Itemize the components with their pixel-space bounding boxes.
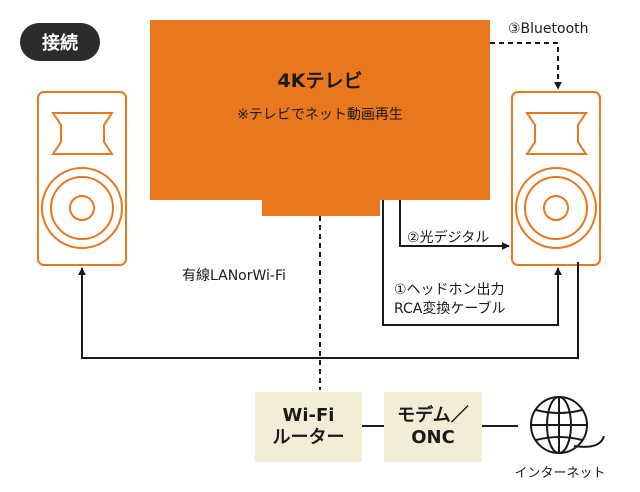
lan-label: 有線LANorWi-Fi xyxy=(182,268,286,284)
bluetooth-label: ③Bluetooth xyxy=(508,21,589,37)
internet-label: インターネット xyxy=(514,466,606,481)
router-label-line1: Wi-Fi xyxy=(282,405,335,426)
speaker-network-link-right xyxy=(255,262,579,359)
optical-label: ②光デジタル xyxy=(407,230,490,246)
headphone-label-line2: RCA変換ケーブル xyxy=(394,301,506,317)
router-label-line2: ルーター xyxy=(272,427,345,448)
speaker-icon xyxy=(511,91,601,266)
modem-label-line1: モデム／ xyxy=(397,405,469,426)
speaker-icon xyxy=(37,91,127,266)
speaker-network-link xyxy=(78,267,255,359)
tv-title: 4Kテレビ xyxy=(277,70,363,92)
router-box: Wi-Fi ルーター xyxy=(255,392,362,462)
modem-box: モデム／ ONC xyxy=(384,392,482,462)
optical-link xyxy=(399,200,510,250)
tv-box xyxy=(150,20,490,216)
headphone-label-line1: ①ヘッドホン出力 xyxy=(394,282,505,298)
tv-subtitle: ※テレビでネット動画再生 xyxy=(237,107,403,123)
section-badge: 接続 xyxy=(20,23,100,61)
headphone-link xyxy=(382,200,562,326)
modem-label-line2: ONC xyxy=(411,427,455,448)
globe-icon xyxy=(530,396,605,454)
bluetooth-link xyxy=(490,42,562,90)
